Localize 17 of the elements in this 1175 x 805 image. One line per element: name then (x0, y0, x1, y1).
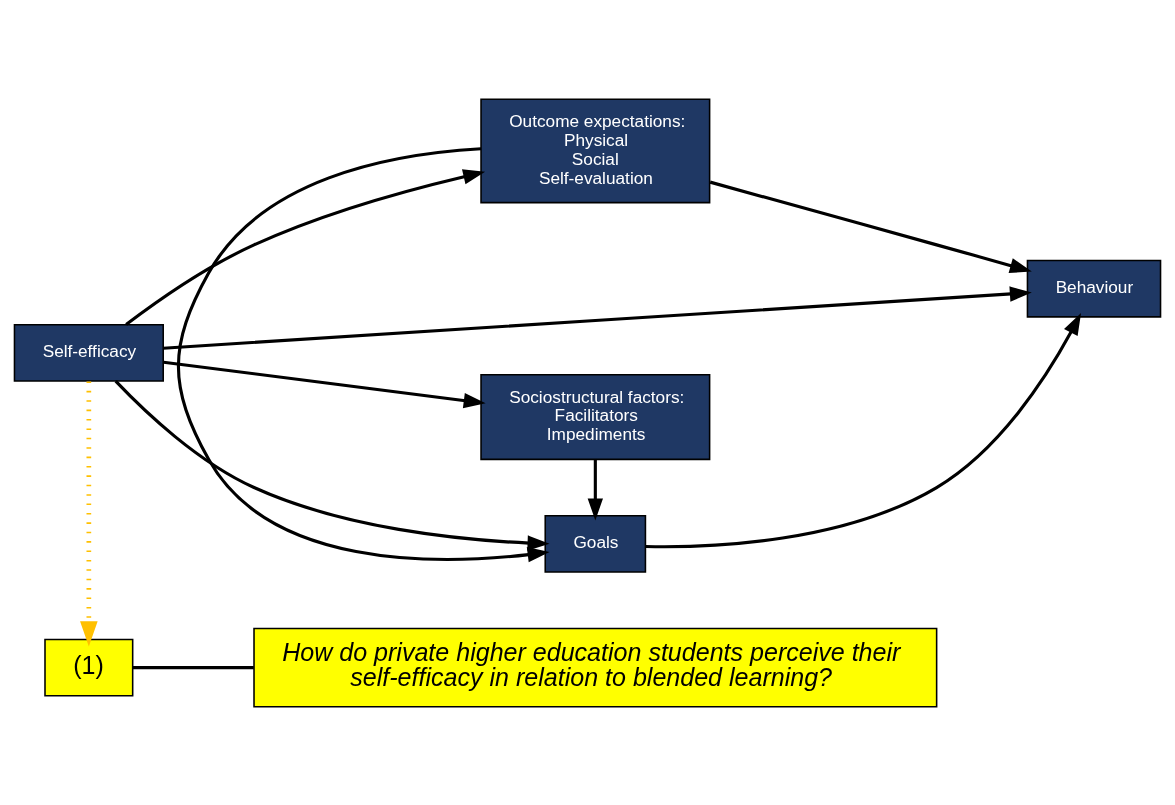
node-box: Outcome expectations: Physical Social Self-evaluation (480, 97, 711, 203)
arrow (587, 458, 603, 520)
node-box: Behaviour (1026, 259, 1162, 318)
arrow (177, 146, 550, 562)
arrow (709, 180, 1032, 273)
node-box: How do private higher education students perceive their self-efficacy in relation to blended learning? (253, 627, 938, 708)
arrow (125, 168, 486, 326)
arrow (163, 285, 1032, 350)
arrow (114, 379, 550, 551)
node-box: Goals (544, 514, 647, 573)
node-box: Sociostructural factors: Facilitators Impediments (480, 373, 711, 460)
node-box: (1) (44, 638, 134, 697)
arrow (163, 360, 486, 408)
connector (132, 665, 254, 669)
node-box: Self-efficacy (13, 323, 164, 382)
arrow (645, 312, 1082, 548)
arrow (80, 380, 98, 646)
